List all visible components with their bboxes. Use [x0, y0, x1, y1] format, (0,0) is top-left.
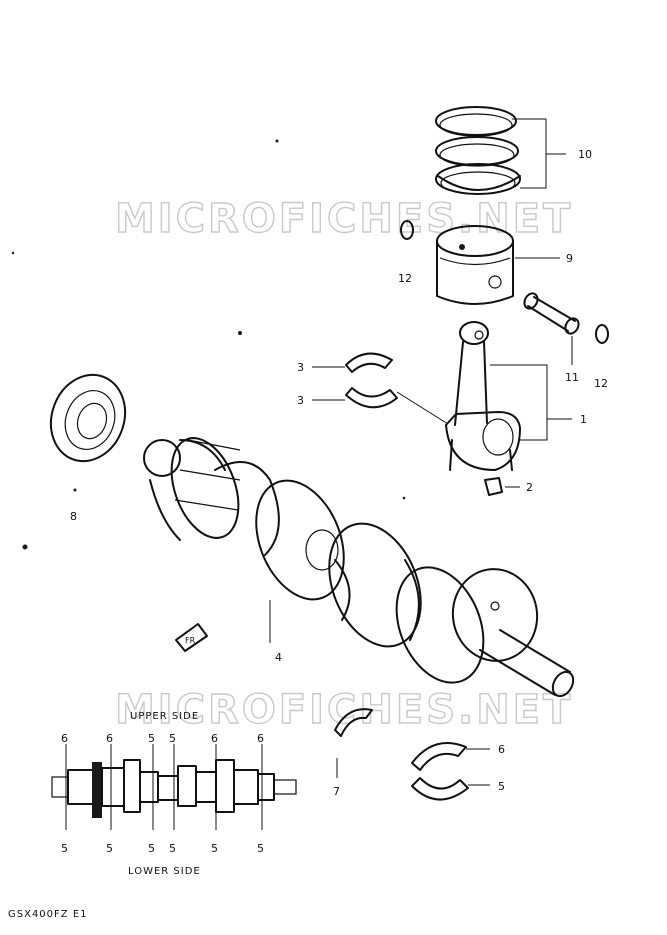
crank-bearing-upper[interactable] [411, 742, 467, 771]
callout-5: 5 [498, 780, 505, 793]
crankshaft-schematic [51, 759, 297, 818]
callout-7: 7 [333, 785, 340, 798]
connecting-rod[interactable] [445, 321, 521, 471]
speck [275, 139, 279, 143]
front-direction-arrow: FR [175, 623, 208, 652]
lower-number: 5 [211, 842, 218, 855]
upper-number: 6 [257, 732, 264, 745]
callout-1: 1 [580, 413, 587, 426]
piston-rings[interactable] [435, 106, 521, 195]
leader-3-rod [396, 391, 449, 425]
bearing-position-lines [65, 744, 263, 830]
watermark-bottom: MICROFICHES.NET [115, 687, 573, 733]
callout-3-upper: 3 [297, 361, 304, 374]
speck [11, 251, 15, 255]
crankshaft[interactable] [143, 429, 577, 700]
callout-10: 10 [578, 148, 592, 161]
callout-8: 8 [70, 510, 77, 523]
callout-6: 6 [498, 743, 505, 756]
thrust-bearing[interactable] [334, 708, 373, 737]
callout-12-right: 12 [594, 377, 608, 390]
upper-number: 6 [61, 732, 68, 745]
oil-seal[interactable] [39, 364, 137, 471]
lower-number: 5 [61, 842, 68, 855]
callout-12-left: 12 [398, 272, 412, 285]
upper-number: 5 [169, 732, 176, 745]
con-rod-bearing-upper[interactable] [345, 352, 393, 373]
lower-number: 5 [106, 842, 113, 855]
upper-number: 6 [106, 732, 113, 745]
front-marker-label: FR [185, 636, 196, 645]
leader-10 [512, 118, 566, 189]
lower-number: 5 [257, 842, 264, 855]
lower-side-label: LOWER SIDE [128, 866, 201, 877]
crank-bearing-lower[interactable] [411, 777, 469, 801]
piston-pin-circlip-right[interactable] [595, 324, 609, 344]
callout-9: 9 [566, 252, 573, 265]
callout-11: 11 [565, 371, 579, 384]
speck [238, 331, 242, 335]
piston[interactable] [436, 225, 514, 305]
upper-side-label: UPPER SIDE [130, 711, 199, 722]
con-rod-bearing-lower[interactable] [345, 387, 398, 409]
callout-4: 4 [275, 651, 282, 664]
con-rod-nut[interactable] [484, 477, 503, 496]
speck [402, 496, 406, 500]
model-code: GSX400FZ E1 [8, 909, 88, 920]
speck [22, 544, 28, 550]
piston-pin-circlip-left[interactable] [400, 220, 414, 240]
piston-pin[interactable] [522, 291, 581, 336]
watermark-top: MICROFICHES.NET [115, 196, 573, 242]
callout-2: 2 [526, 481, 533, 494]
lower-number: 5 [169, 842, 176, 855]
lower-number: 5 [148, 842, 155, 855]
upper-number: 5 [148, 732, 155, 745]
leader-1 [490, 364, 572, 441]
upper-number: 6 [211, 732, 218, 745]
callout-3-lower: 3 [297, 394, 304, 407]
bearing-selection-diagram: UPPER SIDE LOWER SIDE 6 6 5 5 6 6 5 5 5 [51, 711, 297, 877]
